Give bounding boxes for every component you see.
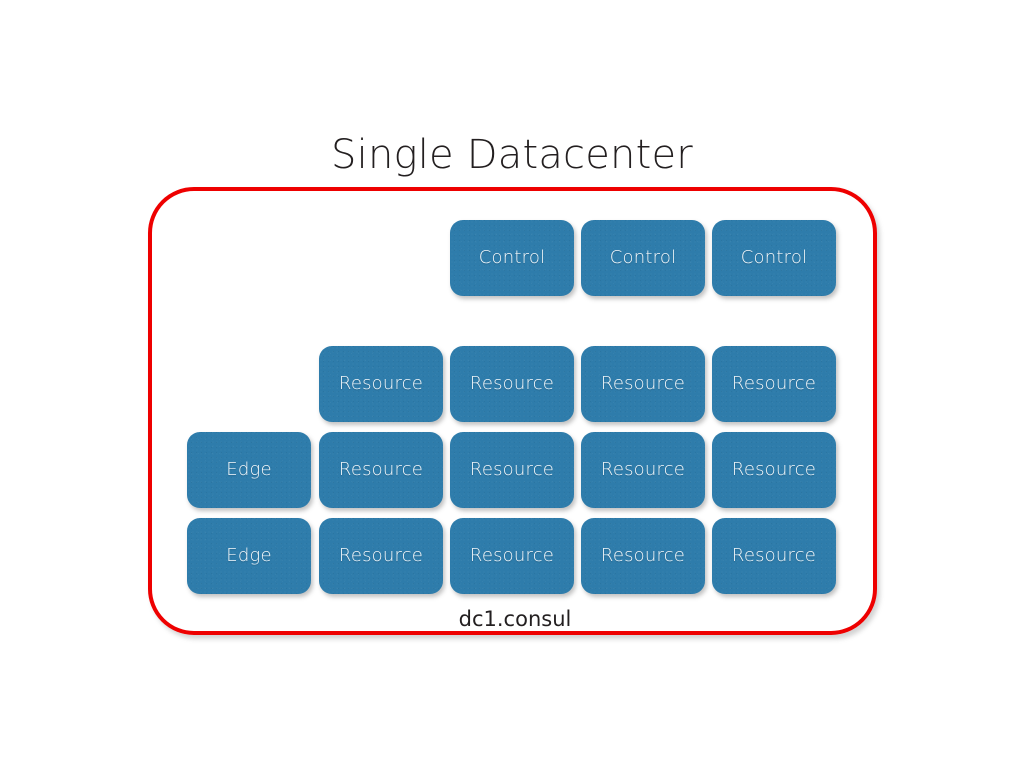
node-box-resource[interactable]: Resource [581, 518, 705, 594]
node-label: Resource [600, 545, 686, 566]
datacenter-boundary [148, 187, 877, 635]
node-label: Resource [469, 545, 555, 566]
node-box-resource[interactable]: Resource [319, 432, 443, 508]
datacenter-label: dc1.consul [458, 607, 572, 631]
node-box-edge[interactable]: Edge [187, 518, 311, 594]
node-box-resource[interactable]: Resource [319, 346, 443, 422]
node-box-resource[interactable]: Resource [450, 432, 574, 508]
node-label: Resource [731, 545, 817, 566]
node-box-resource[interactable]: Resource [450, 346, 574, 422]
node-label: Resource [338, 459, 424, 480]
node-box-resource[interactable]: Resource [581, 346, 705, 422]
node-label: Resource [600, 459, 686, 480]
node-label: Edge [226, 459, 272, 480]
node-label: Control [740, 247, 808, 268]
node-label: Resource [600, 373, 686, 394]
node-box-control[interactable]: Control [581, 220, 705, 296]
node-box-resource[interactable]: Resource [450, 518, 574, 594]
node-label: Resource [469, 373, 555, 394]
node-box-control[interactable]: Control [712, 220, 836, 296]
node-label: Control [478, 247, 546, 268]
node-box-resource[interactable]: Resource [319, 518, 443, 594]
node-label: Resource [338, 545, 424, 566]
node-label: Control [609, 247, 677, 268]
node-box-control[interactable]: Control [450, 220, 574, 296]
node-label: Resource [731, 373, 817, 394]
node-box-resource[interactable]: Resource [712, 518, 836, 594]
node-box-resource[interactable]: Resource [712, 432, 836, 508]
node-label: Resource [338, 373, 424, 394]
node-label: Edge [226, 545, 272, 566]
node-box-resource[interactable]: Resource [712, 346, 836, 422]
node-box-edge[interactable]: Edge [187, 432, 311, 508]
page-title: Single Datacenter [331, 132, 693, 178]
node-box-resource[interactable]: Resource [581, 432, 705, 508]
node-label: Resource [731, 459, 817, 480]
node-label: Resource [469, 459, 555, 480]
